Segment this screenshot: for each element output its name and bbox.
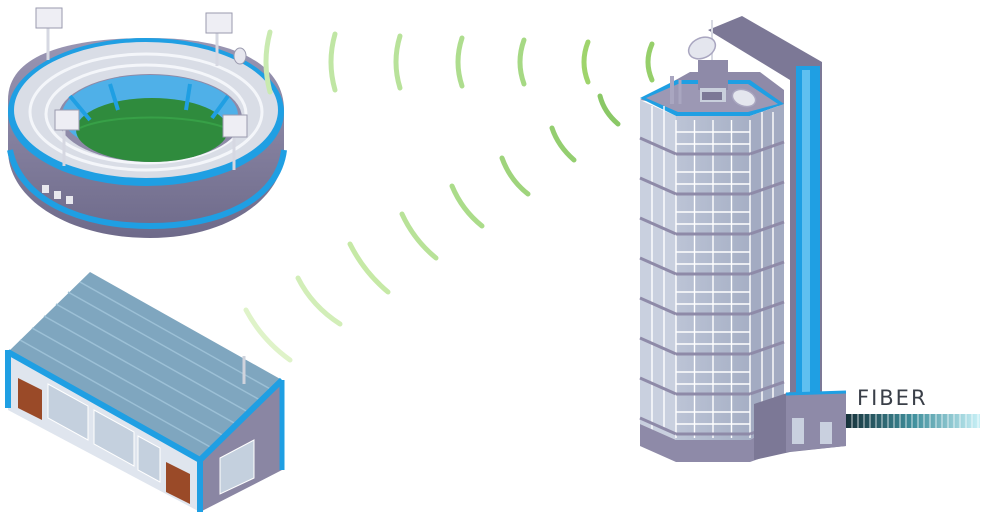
fiber-label: FIBER bbox=[857, 386, 928, 410]
wireless-signal-arcs bbox=[243, 29, 655, 363]
rooftop-equipment-box bbox=[698, 60, 728, 90]
fiber-cable bbox=[846, 414, 980, 428]
warehouse-door-icon bbox=[18, 378, 190, 504]
warehouse-roof bbox=[8, 272, 282, 460]
stadium bbox=[7, 7, 287, 238]
warehouse bbox=[5, 272, 285, 512]
floodlight-icon bbox=[35, 7, 248, 170]
office-tower bbox=[639, 16, 847, 462]
stadium-field bbox=[76, 98, 228, 162]
satellite-dish-icon bbox=[687, 36, 757, 108]
satellite-dish-icon bbox=[233, 47, 247, 65]
